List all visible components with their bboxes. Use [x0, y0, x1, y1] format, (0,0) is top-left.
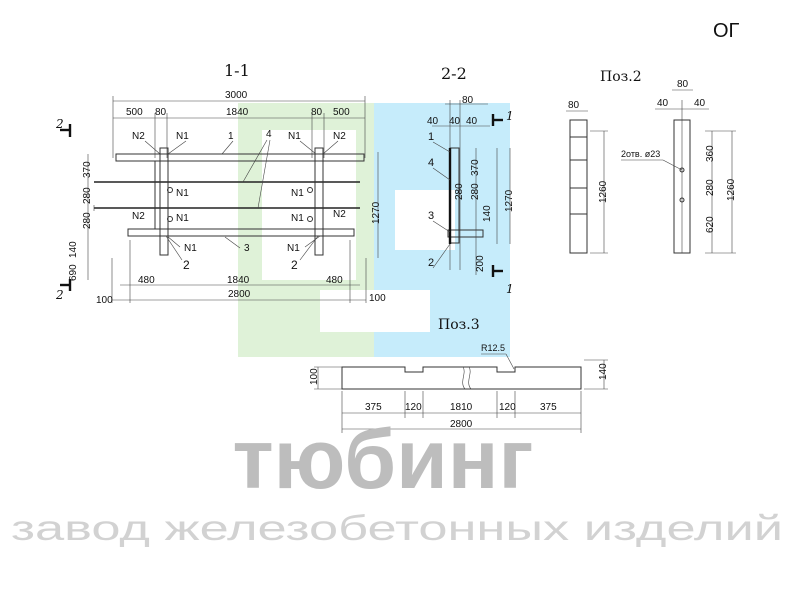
s1-dim-total: 3000: [225, 90, 248, 101]
s2-dim-b: 80: [462, 95, 474, 106]
s1-label-n1-b: N1: [288, 131, 301, 142]
s1-label-n1-a: N1: [176, 131, 189, 142]
poz3-dim-b: 120: [405, 402, 422, 413]
s1-dim-left-outer: 500: [126, 107, 143, 118]
s1-dim-right-gap: 80: [311, 107, 323, 118]
poz3-dim-c: 1810: [450, 402, 473, 413]
s1-label-n2-a: N2: [132, 131, 145, 142]
s1-label-4: 4: [266, 129, 272, 140]
s1-label-3: 3: [244, 243, 250, 254]
section-2-title: 2-2: [441, 64, 467, 83]
s2-label-3: 3: [428, 210, 434, 222]
poz3-dim-e: 375: [540, 402, 557, 413]
s1-label-n1-f: N1: [291, 213, 304, 224]
s2-dim-a: 40: [427, 116, 439, 127]
s1-dim-bottom-left-end: 100: [96, 295, 113, 306]
s1-label-2-b: 2: [291, 258, 298, 272]
s1-label-n1-g: N1: [184, 243, 197, 254]
s1-dim-left-mid2: 280: [82, 212, 93, 229]
s1-dim-bottom-right: 480: [326, 275, 343, 286]
s2-dim-right-d: 140: [482, 205, 493, 222]
poz-2: Поз.2 80 1260 80 40 40 2отв. ø23 360 280…: [566, 69, 737, 254]
s2-label-1: 1: [428, 131, 434, 143]
s1-dim-left-top: 370: [82, 161, 93, 178]
s2-dim-right-e: 200: [475, 255, 486, 272]
poz2-right-b: 280: [705, 179, 716, 196]
poz2-right-right: 40: [694, 98, 706, 109]
s2-dim-right-a: 370: [470, 159, 481, 176]
corner-code: ОГ: [713, 20, 740, 42]
poz2-right-left: 40: [657, 98, 669, 109]
poz2-right-width: 80: [677, 79, 689, 90]
s1-dim-left-bottom1: 140: [68, 241, 79, 258]
s1-dim-right: 1270: [371, 201, 382, 224]
poz2-right-c: 620: [705, 216, 716, 233]
s2-dim-right-b: 280: [470, 183, 481, 200]
brand-tagline: завод железобетонных изделий: [11, 509, 783, 548]
brand-name: тюбинг: [232, 412, 533, 506]
s1-label-n2-d: N2: [333, 209, 346, 220]
s1-dim-middle: 1840: [226, 107, 249, 118]
s2-dim-total: 1270: [504, 189, 515, 212]
poz2-left-width: 80: [568, 100, 580, 111]
poz3-title: Поз.3: [438, 317, 480, 333]
poz2-title: Поз.2: [600, 69, 642, 85]
brand-logo: [238, 103, 510, 357]
s1-label-n1-d: N1: [291, 188, 304, 199]
s1-dim-left-gap: 80: [155, 107, 167, 118]
poz3-dim-total: 2800: [450, 419, 473, 430]
poz2-right-a: 360: [705, 145, 716, 162]
s2-label-4: 4: [428, 157, 434, 169]
s1-dim-bottom-total: 2800: [228, 289, 251, 300]
poz-3: Поз.3 R12.5 100 140 375 120 1810 120 375…: [309, 317, 609, 433]
s2-dim-right-c: 280: [454, 183, 465, 200]
s1-label-n2-b: N2: [333, 131, 346, 142]
section-1-title: 1-1: [224, 61, 250, 80]
s1-dim-left-bottom2: 690: [68, 264, 79, 281]
s1-label-n1-h: N1: [287, 243, 300, 254]
poz2-holes: 2отв. ø23: [621, 149, 660, 159]
s1-label-n1-c: N1: [176, 188, 189, 199]
poz2-left-height: 1260: [598, 180, 609, 203]
s1-dim-bottom-left: 480: [138, 275, 155, 286]
logo-white-cut-3: [395, 190, 455, 250]
s2-cut-mark-bottom: 1: [506, 282, 514, 296]
s1-dim-bottom-right-end: 100: [369, 293, 386, 304]
section-1-1: 1-1 3000 500 80 1840 80 500: [55, 61, 386, 306]
poz3-dim-d: 120: [499, 402, 516, 413]
poz2-right-height: 1260: [726, 178, 737, 201]
s2-cut-mark-top: 1: [506, 109, 514, 123]
s2-dim-c: 40: [449, 116, 461, 127]
poz3-dim-right: 140: [598, 363, 609, 380]
s1-cut-mark-top: 2: [55, 117, 64, 131]
logo-white-cut-1: [262, 130, 356, 280]
section-2-2: 2-2 40 80 40 40 1 4 3 2 370 280 280 140 …: [427, 64, 515, 296]
s1-dim-right-outer: 500: [333, 107, 350, 118]
s2-label-2: 2: [428, 257, 434, 269]
s1-label-n1-e: N1: [176, 213, 189, 224]
s1-dim-bottom-middle: 1840: [227, 275, 250, 286]
s1-cut-mark-bottom: 2: [55, 288, 64, 302]
s1-label-1: 1: [228, 131, 234, 142]
poz3-radius: R12.5: [481, 343, 505, 353]
poz3-dim-a: 375: [365, 402, 382, 413]
s1-dim-left-mid1: 280: [82, 187, 93, 204]
s2-dim-d: 40: [466, 116, 478, 127]
s1-label-n2-c: N2: [132, 211, 145, 222]
s1-label-2-a: 2: [183, 258, 190, 272]
logo-white-cut-2: [320, 290, 430, 332]
poz3-dim-left: 100: [309, 368, 320, 385]
